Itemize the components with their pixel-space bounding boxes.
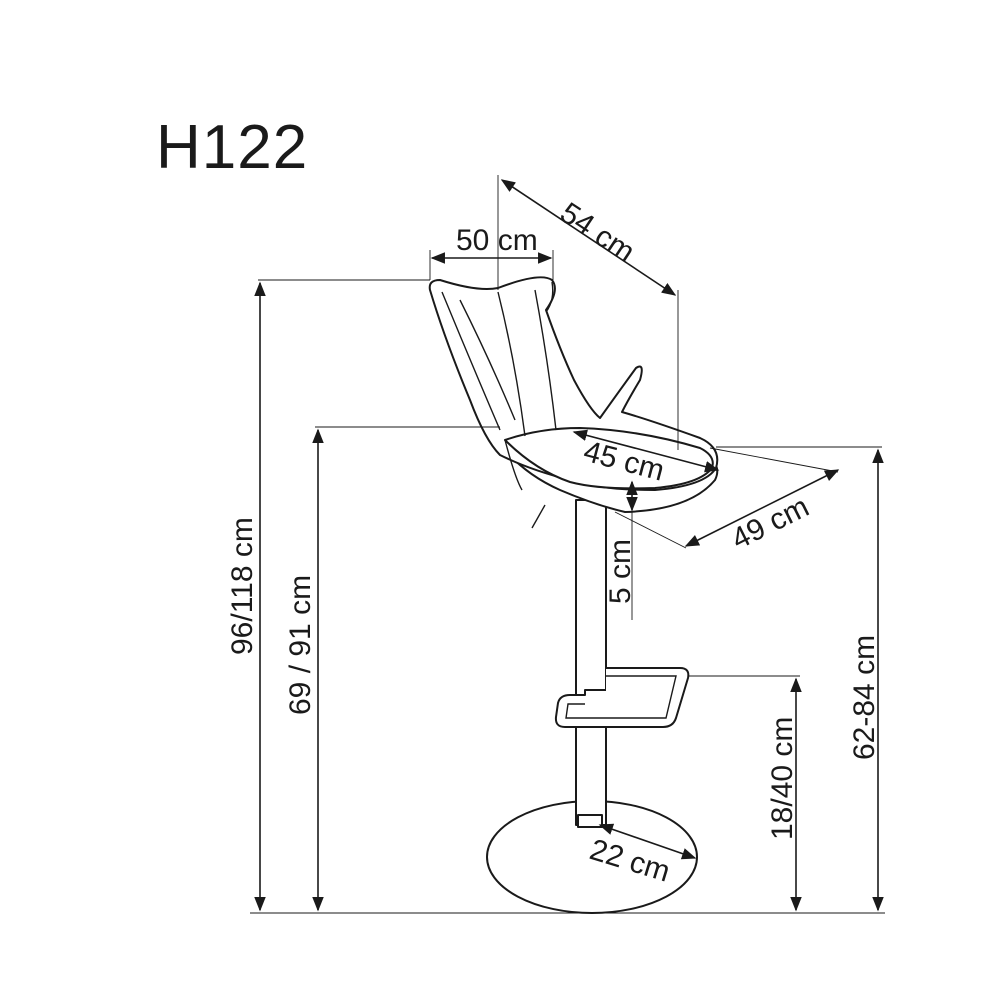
footrest-ring	[554, 667, 690, 728]
footrest-height-label: 18/40 cm	[766, 717, 799, 840]
seat-width-line	[572, 429, 720, 473]
chair-stem	[575, 499, 607, 826]
top-width-label: 50 cm	[456, 224, 538, 257]
depth-line	[500, 179, 677, 296]
total-height-label: 96/118 cm	[226, 517, 259, 655]
armrest-height-label: 69 / 91 cm	[284, 575, 317, 715]
seat-height-label: 62-84 cm	[848, 635, 881, 760]
depth-label: 54 cm	[554, 196, 640, 269]
model-title: H122	[156, 113, 309, 182]
base-radius-line	[598, 823, 697, 860]
seat-depth-line	[684, 469, 840, 547]
chair-illustration	[428, 276, 719, 914]
gas-lever	[531, 504, 546, 529]
seat-thickness-label: 5 cm	[604, 539, 637, 604]
seat-depth-label: 49 cm	[726, 490, 814, 556]
stem-collar	[577, 814, 603, 828]
